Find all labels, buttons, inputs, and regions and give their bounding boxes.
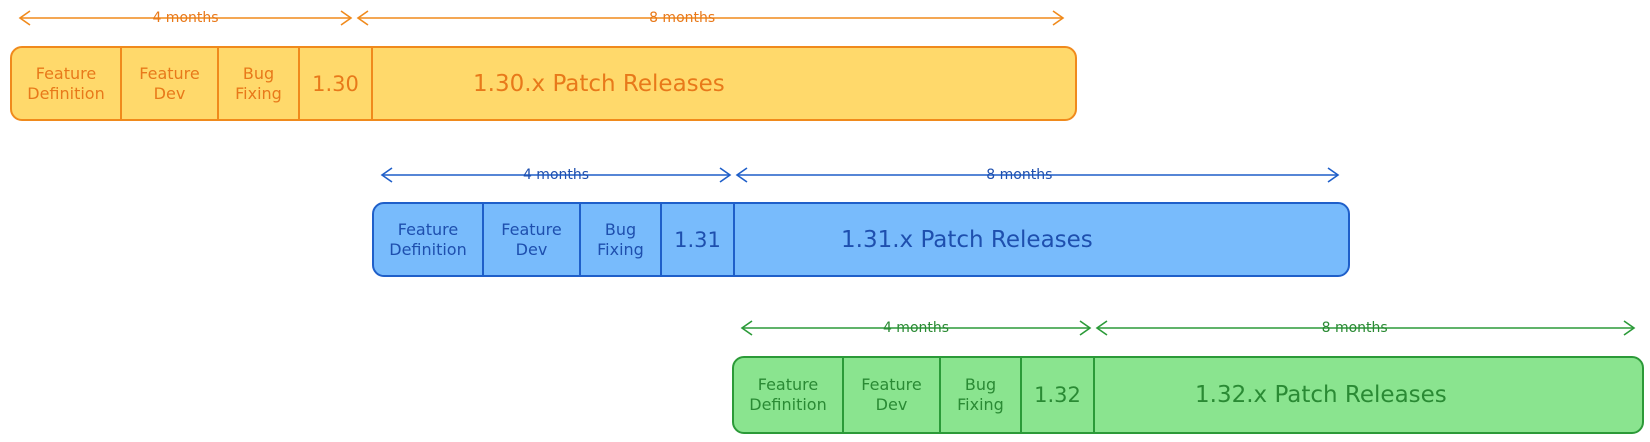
span-arrow-4-months: 4 months (18, 9, 353, 27)
span-arrow-8-months: 8 months (356, 9, 1065, 27)
phase-label: Feature Dev (861, 375, 922, 414)
phase-label: Bug Fixing (597, 219, 644, 259)
phase-label: Feature Definition (27, 63, 105, 103)
phase-feature-dev: Feature Dev (484, 204, 581, 275)
release-version: 1.31 (662, 204, 735, 275)
span-arrow-8-months: 8 months (1095, 319, 1636, 337)
phase-label: Bug Fixing (957, 375, 1004, 414)
release-timeline-bar: Feature Definition Feature Dev Bug Fixin… (10, 46, 1077, 121)
version-label: 1.32 (1034, 383, 1081, 407)
phase-label: Feature Definition (389, 219, 467, 259)
patch-label: 1.31.x Patch Releases (841, 226, 1093, 253)
version-label: 1.30 (312, 71, 359, 96)
span-label: 8 months (1321, 320, 1388, 336)
phase-label: Feature Definition (749, 375, 827, 414)
span-label: 4 months (522, 167, 590, 183)
phase-feature-definition: Feature Definition (734, 358, 844, 432)
phase-bug-fixing: Bug Fixing (581, 204, 662, 275)
release-timeline-bar: Feature Definition Feature Dev Bug Fixin… (732, 356, 1644, 434)
span-label: 4 months (152, 10, 219, 26)
span-arrow-4-months: 4 months (740, 319, 1092, 337)
phase-feature-dev: Feature Dev (844, 358, 941, 432)
release-1-32: 4 months 8 months Feature Definition Fea… (0, 311, 1650, 442)
release-version: 1.30 (300, 48, 373, 119)
patch-releases: 1.30.x Patch Releases (373, 48, 1075, 119)
release-timeline-bar: Feature Definition Feature Dev Bug Fixin… (372, 202, 1350, 277)
span-label: 4 months (882, 320, 950, 336)
version-label: 1.31 (674, 227, 721, 252)
phase-feature-dev: Feature Dev (122, 48, 219, 119)
release-1-31: 4 months 8 months Feature Definition Fea… (0, 156, 1650, 286)
release-version: 1.32 (1022, 358, 1095, 432)
phase-label: Feature Dev (139, 63, 200, 103)
phase-bug-fixing: Bug Fixing (941, 358, 1022, 432)
release-1-30: 4 months 8 months Feature Definition Fea… (0, 0, 1650, 130)
patch-label: 1.30.x Patch Releases (473, 70, 725, 97)
span-label: 8 months (986, 167, 1053, 183)
patch-releases: 1.31.x Patch Releases (735, 204, 1348, 275)
patch-label: 1.32.x Patch Releases (1195, 382, 1447, 408)
span-arrow-4-months: 4 months (380, 166, 732, 184)
phase-label: Feature Dev (501, 219, 562, 259)
phase-feature-definition: Feature Definition (12, 48, 122, 119)
span-label: 8 months (649, 10, 716, 26)
phase-label: Bug Fixing (235, 63, 282, 103)
patch-releases: 1.32.x Patch Releases (1095, 358, 1642, 432)
phase-bug-fixing: Bug Fixing (219, 48, 300, 119)
span-arrow-8-months: 8 months (735, 166, 1340, 184)
phase-feature-definition: Feature Definition (374, 204, 484, 275)
